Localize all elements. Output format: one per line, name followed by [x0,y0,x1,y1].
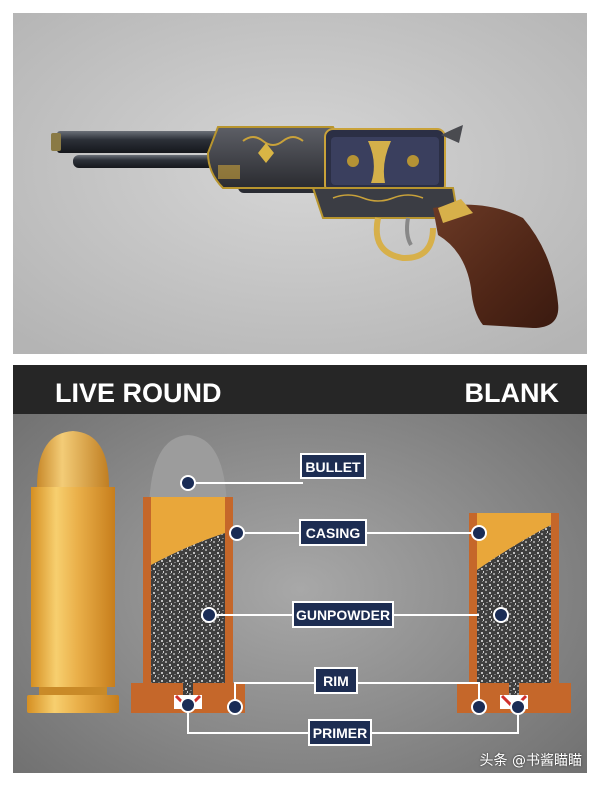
label-primer: PRIMER [308,719,372,746]
svg-text:GUNPOWDER: GUNPOWDER [296,607,390,623]
leader-dots [180,475,526,715]
ammo-diagram: LIVE ROUND BLANK [13,365,587,773]
svg-text:BULLET: BULLET [305,459,361,475]
live-round-cutaway [131,435,245,713]
grip [433,204,559,328]
blank-gunpowder [477,525,551,695]
blank-title: BLANK [465,378,560,408]
label-rim: RIM [314,667,358,694]
svg-text:PRIMER: PRIMER [313,725,367,741]
live-gunpowder [151,533,225,695]
blank-cutaway [457,513,571,713]
revolver-photo [13,13,587,354]
watermark: 头条 @书酱瞄瞄 [479,753,582,769]
svg-text:CASING: CASING [306,525,361,541]
live-round-exterior [27,431,119,713]
header-bar [13,365,587,414]
label-bullet: BULLET [300,453,366,479]
label-casing: CASING [299,519,367,546]
live-round-title: LIVE ROUND [55,378,222,408]
svg-text:RIM: RIM [323,673,349,689]
trigger-guard [373,217,436,262]
label-gunpowder: GUNPOWDER [292,601,394,628]
